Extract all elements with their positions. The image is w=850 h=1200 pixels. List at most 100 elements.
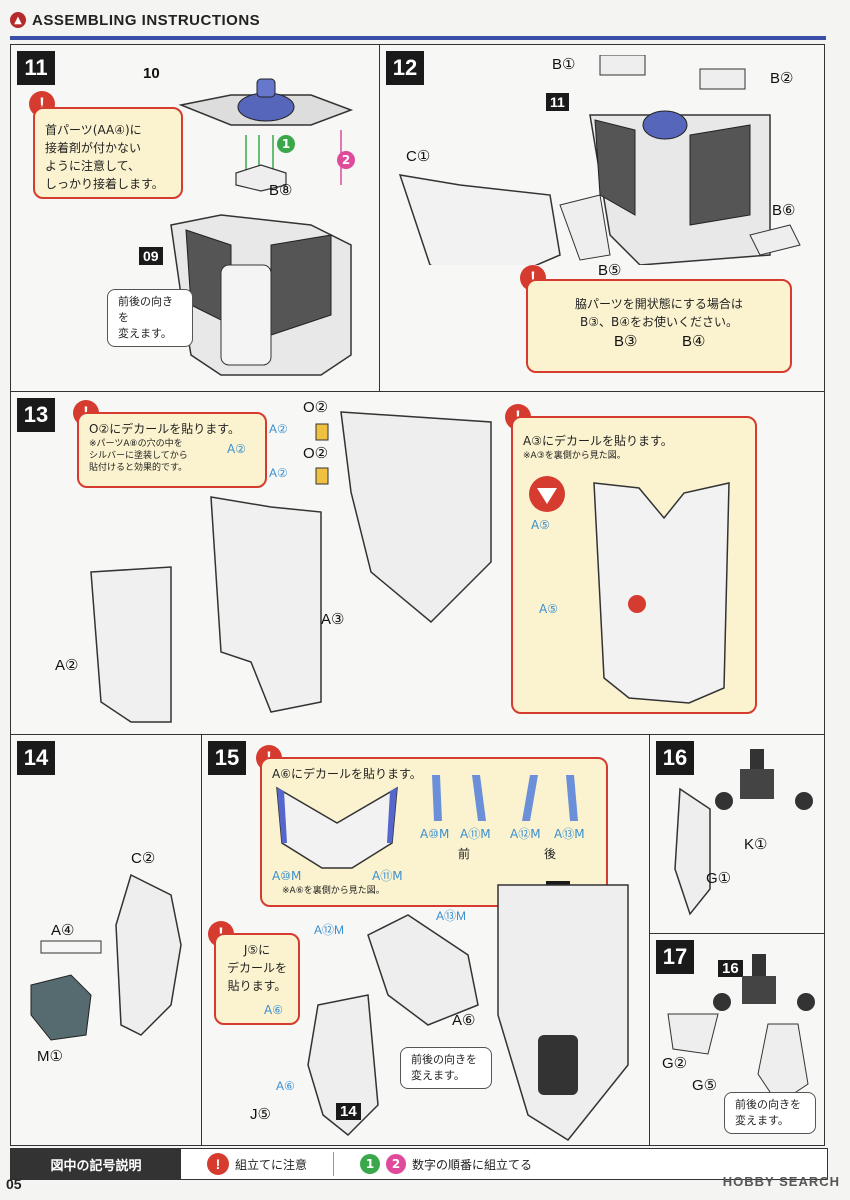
part-label: J⑤ xyxy=(250,1106,271,1123)
decal-a5-icon xyxy=(529,476,565,512)
order-2-icon: 2 xyxy=(337,151,355,169)
order-2-icon: 2 xyxy=(386,1154,407,1174)
caution-title: A③にデカールを貼ります。 xyxy=(523,434,673,448)
caution-title: O②にデカールを貼ります。 xyxy=(89,422,241,436)
page-header: ▲ ASSEMBLING INSTRUCTIONS xyxy=(10,8,260,32)
caution-note: O②にデカールを貼ります。 ※パーツA⑧の穴の中を シルバーに塗装してから 貼付… xyxy=(77,412,267,488)
part-label: G② xyxy=(662,1055,688,1072)
part-label: A③ xyxy=(321,611,345,628)
orientation-note: 前後の向きを 変えます。 xyxy=(400,1047,492,1089)
a6-back-drawing xyxy=(276,786,398,869)
decal-label: A⑤ xyxy=(539,602,558,616)
substep-label: 14 xyxy=(336,1103,361,1120)
part-label: G① xyxy=(706,870,732,887)
step-number: 13 xyxy=(17,398,55,432)
joint-assembly-drawing xyxy=(674,749,813,916)
substep-label: 11 xyxy=(546,93,569,111)
decal-label: A② xyxy=(227,442,246,456)
step-number: 11 xyxy=(17,51,55,85)
decal-label: A② xyxy=(269,422,288,436)
step-13-panel: 13 ! O②にデカールを貼ります。 ※パーツA⑧の穴の中を シルバーに塗装して… xyxy=(10,391,825,735)
back-label: 後 xyxy=(544,847,557,861)
substep-label: 09 xyxy=(139,247,163,265)
a3-back-drawing xyxy=(593,482,730,704)
step-number: 15 xyxy=(208,741,246,775)
decal-label: A⑫M xyxy=(510,827,541,841)
decal-label: A⑩M xyxy=(272,869,302,883)
decal-label: A② xyxy=(269,466,288,480)
legend-order: 1 2 数字の順番に組立てる xyxy=(360,1154,532,1174)
part-label: M① xyxy=(37,1048,63,1065)
step-16-panel: 16 K① G① xyxy=(649,734,825,934)
caution-title: A⑥にデカールを貼ります。 xyxy=(272,767,422,781)
decal-label: A⑬M xyxy=(436,909,467,923)
part-label: B⑤ xyxy=(598,262,622,279)
part-label: A⑥ xyxy=(452,1012,476,1029)
joint-cover-drawing xyxy=(667,954,815,1105)
torso-wing-drawing xyxy=(398,55,801,265)
part-label: B③ xyxy=(614,333,638,350)
part-label: G⑤ xyxy=(692,1077,718,1094)
decal-label: A⑩M xyxy=(420,827,450,841)
caution-subtext: ※パーツA⑧の穴の中を シルバーに塗装してから 貼付けると効果的です。 xyxy=(89,439,188,473)
caution-note: J⑤に デカールを 貼ります。 A⑥ xyxy=(214,933,300,1025)
chest-parts-drawing xyxy=(90,411,492,723)
leg-assembly-drawing xyxy=(30,873,182,1041)
part-label: O② xyxy=(303,399,329,416)
caution-subtext: ※A⑥を裏側から見た図。 xyxy=(282,886,385,896)
front-label: 前 xyxy=(458,847,471,861)
step-number: 17 xyxy=(656,940,694,974)
step-number: 12 xyxy=(386,51,424,85)
part-label: B④ xyxy=(682,333,706,350)
caution-subtext: ※A③を裏側から見た図。 xyxy=(523,451,626,461)
substep-label: 10 xyxy=(143,65,160,82)
part-label: A② xyxy=(55,657,79,674)
part-label: B① xyxy=(552,56,576,73)
part-label: B⑧ xyxy=(269,182,293,199)
step-11-panel: 11 10 ! 首パーツ(AA④)に 接着剤が付かない ように注意して、 しっか… xyxy=(10,44,380,392)
torso-drawing xyxy=(170,214,352,376)
step-17-panel: 17 16 G② G⑤ 前後の向きを 変えます。 xyxy=(649,933,825,1146)
part-label: A④ xyxy=(51,922,75,939)
order-1-icon: 1 xyxy=(277,135,295,153)
decal-strips-icon xyxy=(432,775,578,821)
caution-note: A③にデカールを貼ります。 ※A③を裏側から見た図。 A⑤ A⑤ xyxy=(511,416,757,714)
decal-label: A⑪M xyxy=(372,869,403,883)
step-number: 16 xyxy=(656,741,694,775)
legend-caution-label: 組立てに注意 xyxy=(235,1157,308,1172)
page-number: 05 xyxy=(6,1176,22,1192)
caution-note: 首パーツ(AA④)に 接着剤が付かない ように注意して、 しっかり接着します。 xyxy=(33,107,183,199)
caution-text: J⑤に デカールを 貼ります。 xyxy=(226,943,287,993)
orientation-note: 前後の向きを 変えます。 xyxy=(724,1092,816,1134)
decal-label: A⑥ xyxy=(264,1003,283,1017)
caution-icon: ! xyxy=(207,1153,229,1175)
step-14-panel: 14 C② A④ M① xyxy=(10,734,202,1146)
part-label: O② xyxy=(303,445,329,462)
decal-label: A⑬M xyxy=(554,827,585,841)
decal-label: A⑫M xyxy=(314,923,345,937)
part-label: K① xyxy=(744,836,768,853)
decal-label: A⑥ xyxy=(276,1079,295,1093)
waist-assembly-drawing xyxy=(307,884,629,1141)
step-15-panel: 15 ! A⑥にデカールを貼ります。 A⑩M A⑪M ※A⑥を裏側から見た図。 … xyxy=(201,734,650,1146)
step-12-panel: 12 B① B② 11 C① B⑥ B⑤ ! 脇パーツを開状態にする場合は B③… xyxy=(379,44,825,392)
watermark: HOBBY SEARCH xyxy=(722,1174,840,1189)
orientation-note: 前後の向きを 変えます。 xyxy=(107,289,193,347)
accent-bar xyxy=(10,36,826,40)
page-title: ASSEMBLING INSTRUCTIONS xyxy=(32,11,261,29)
part-b8-drawing xyxy=(235,164,287,192)
part-label: C② xyxy=(131,850,156,867)
part-label: C① xyxy=(406,148,431,165)
part-label: B② xyxy=(770,70,794,87)
legend-caution: ! 組立てに注意 xyxy=(207,1153,307,1175)
order-1-icon: 1 xyxy=(360,1154,381,1174)
part-label: B⑥ xyxy=(772,202,796,219)
decal-label: A⑤ xyxy=(531,518,550,532)
caution-note: 脇パーツを開状態にする場合は B③、B④をお使いください。 B③ B④ xyxy=(526,279,792,373)
decal-label: A⑪M xyxy=(460,827,491,841)
substep-label: 16 xyxy=(718,960,743,977)
legend-order-label: 数字の順番に組立てる xyxy=(412,1157,533,1172)
brand-emblem-icon: ▲ xyxy=(10,12,26,28)
step-number: 14 xyxy=(17,741,55,775)
caution-text: 脇パーツを開状態にする場合は B③、B④をお使いください。 xyxy=(575,297,743,329)
